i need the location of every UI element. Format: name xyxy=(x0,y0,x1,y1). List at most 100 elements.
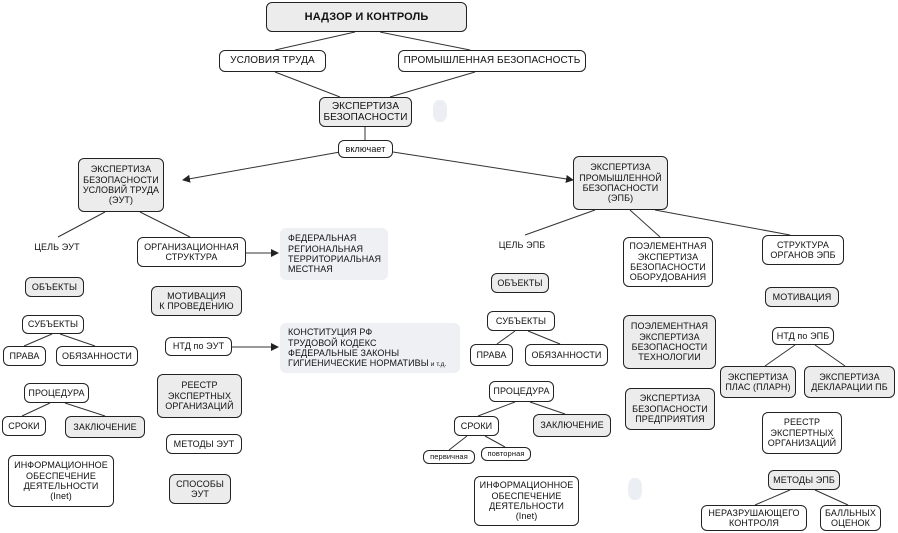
node-label: ОБЪЕКТЫ xyxy=(31,281,78,292)
node-label: повторная xyxy=(487,448,525,458)
node-label: НЕРАЗРУШАЮЩЕГО xyxy=(708,507,800,518)
node-label: ЭКСПЕРТИЗА xyxy=(90,164,152,175)
node-label: ЭКСПЕРТИЗА xyxy=(637,251,699,262)
node-eut-conclusion: ЗАКЛЮЧЕНИЕ xyxy=(65,416,145,438)
node-label: ЭКСПЕРТНЫХ xyxy=(167,390,232,401)
node-label: КОНСТИТУЦИЯ РФ xyxy=(288,327,373,338)
node-label: ОЦЕНОК xyxy=(830,518,870,528)
node-label: БЕЗОПАСНОСТИ xyxy=(582,183,659,193)
node-label: МЕТОДЫ ЭПБ xyxy=(773,474,835,485)
node-safety-expertise: ЭКСПЕРТИЗА БЕЗОПАСНОСТИ xyxy=(319,97,412,127)
node-supervision-control: НАДЗОР И КОНТРОЛЬ xyxy=(266,2,467,32)
node-label: ЦЕЛЬ ЭУТ xyxy=(34,241,80,252)
node-epb-primary: первичная xyxy=(423,450,475,464)
node-label: ОРГАНИЗАЦИЙ xyxy=(165,401,234,412)
node-label: СРОКИ xyxy=(8,420,40,431)
node-industrial-safety: ПРОМЫШЛЕННАЯ БЕЗОПАСНОСТЬ xyxy=(398,50,586,72)
node-label: БЕЗОПАСНОСТИ xyxy=(83,174,159,185)
node-epb-goal: ЦЕЛЬ ЭПБ xyxy=(491,237,553,253)
node-label: первичная xyxy=(430,451,468,461)
node-epb-plas: ЭКСПЕРТИЗА ПЛАС (ПЛАРН) xyxy=(720,366,796,398)
node-eut-info-support: ИНФОРМАЦИОННОЕ ОБЕСПЕЧЕНИЕ ДЕЯТЕЛЬНОСТИ … xyxy=(8,455,114,507)
node-label: БЕЗОПАСНОСТИ xyxy=(631,342,708,352)
node-label: ЭКСПЕРТНЫХ xyxy=(770,427,834,438)
node-label: ТЕРРИТОРИАЛЬНАЯ xyxy=(288,254,382,264)
node-epb-repeat: повторная xyxy=(481,447,531,461)
node-label: ПРАВА xyxy=(476,349,507,360)
node-eut-registry: РЕЕСТР ЭКСПЕРТНЫХ ОРГАНИЗАЦИЙ xyxy=(157,374,242,418)
node-label: ДЕЯТЕЛЬНОСТИ xyxy=(489,501,564,511)
node-label: МЕСТНАЯ xyxy=(288,264,333,275)
node-eut: ЭКСПЕРТИЗА БЕЗОПАСНОСТИ УСЛОВИЙ ТРУДА (Э… xyxy=(78,158,164,212)
node-label: ПРОМЫШЛЕННОЙ xyxy=(579,172,662,183)
node-label: ОРГАНИЗАЦИОННАЯ xyxy=(144,241,239,252)
node-eut-ntd-list: КОНСТИТУЦИЯ РФ ТРУДОВОЙ КОДЕКС ФЕДЕРАЛЬН… xyxy=(280,323,460,373)
node-epb-procedure: ПРОЦЕДУРА xyxy=(489,381,554,402)
node-label-row: ГИГИЕНИЧЕСКИЕ НОРМАТИВЫ и т.д. xyxy=(288,358,446,368)
link-label: включает xyxy=(345,143,386,154)
node-eut-subjects: СУБЪЕКТЫ xyxy=(22,315,84,334)
node-label: ОБОРУДОВАНИЯ xyxy=(629,272,707,283)
node-label: ЭКСПЕРТИЗА xyxy=(819,371,880,382)
node-label: (ЭПБ) xyxy=(607,193,634,204)
node-label: ПРОМЫШЛЕННАЯ БЕЗОПАСНОСТЬ xyxy=(403,55,581,67)
node-label: К ПРОВЕДЕНИЮ xyxy=(159,301,234,311)
node-eut-procedure: ПРОЦЕДУРА xyxy=(24,383,89,403)
node-label: ЭКСПЕРТИЗА xyxy=(727,371,789,382)
node-label: БЕЗОПАСНОСТИ xyxy=(630,262,706,272)
node-epb-non-destructive: НЕРАЗРУШАЮЩЕГО КОНТРОЛЯ xyxy=(701,505,807,531)
node-label: ЭКСПЕРТИЗА xyxy=(639,393,701,404)
node-label: ОБЯЗАННОСТИ xyxy=(61,350,132,361)
node-label: УСЛОВИЙ ТРУДА xyxy=(82,185,160,195)
node-label: ОРГАНОВ ЭПБ xyxy=(770,250,836,260)
node-label: СРОКИ xyxy=(460,420,493,431)
node-label: ЭКСПЕРТИЗА xyxy=(590,162,651,173)
node-label: ПЛАС (ПЛАРН) xyxy=(725,382,791,392)
node-label: СТРУКТУРА xyxy=(165,252,218,262)
node-label: СУБЪЕКТЫ xyxy=(495,315,547,326)
node-epb-structure: СТРУКТУРА ОРГАНОВ ЭПБ xyxy=(762,235,844,265)
node-label: ОБЕСПЕЧЕНИЕ xyxy=(491,490,562,501)
node-epb-ntd: НТД по ЭПБ xyxy=(772,327,834,345)
node-label: ОБЯЗАННОСТИ xyxy=(531,349,602,360)
node-label: СУБЪЕКТЫ xyxy=(27,319,79,330)
link-label-includes: включает xyxy=(338,140,393,158)
node-eut-terms: СРОКИ xyxy=(2,416,46,436)
node-epb-methods: МЕТОДЫ ЭПБ xyxy=(768,470,840,490)
node-conditions-of-work: УСЛОВИЯ ТРУДА xyxy=(219,50,326,72)
node-label: ТЕХНОЛОГИИ xyxy=(638,352,701,363)
node-label: ПОЭЛЕМЕНТНАЯ xyxy=(629,241,707,252)
node-label: РЕЕСТР xyxy=(783,417,821,428)
node-label: КОНТРОЛЯ xyxy=(728,518,780,528)
node-label: ПОЭЛЕМЕНТНАЯ xyxy=(630,321,709,332)
node-label: УСЛОВИЯ ТРУДА xyxy=(230,55,315,67)
node-epb-enterprise: ЭКСПЕРТИЗА БЕЗОПАСНОСТИ ПРЕДПРИЯТИЯ xyxy=(625,388,715,430)
node-label: ЦЕЛЬ ЭПБ xyxy=(498,239,546,250)
node-label: ФЕДЕРАЛЬНАЯ xyxy=(288,233,357,244)
node-label: ТРУДОВОЙ КОДЕКС xyxy=(288,337,377,348)
node-label: (Inet) xyxy=(515,511,538,522)
node-epb-objects: ОБЪЕКТЫ xyxy=(491,273,549,293)
node-eut-rights: ПРАВА xyxy=(3,346,46,366)
node-label: СПОСОБЫ xyxy=(176,478,224,489)
node-epb-terms: СРОКИ xyxy=(454,416,499,436)
node-label: ЭКСПЕРТИЗА xyxy=(331,100,400,112)
node-label: БЕЗОПАСНОСТИ xyxy=(323,112,408,123)
node-label: ДЕКЛАРАЦИИ ПБ xyxy=(811,382,888,392)
node-label: ЭУТ xyxy=(191,489,209,499)
node-label: ГИГИЕНИЧЕСКИЕ НОРМАТИВЫ xyxy=(288,358,429,369)
node-label: ДЕЯТЕЛЬНОСТИ xyxy=(23,481,99,491)
node-epb-registry: РЕЕСТР ЭКСПЕРТНЫХ ОРГАНИЗАЦИЙ xyxy=(762,412,842,454)
node-eut-objects: ОБЪЕКТЫ xyxy=(25,277,84,297)
node-label: РЕЕСТР xyxy=(181,380,218,391)
node-epb-duties: ОБЯЗАННОСТИ xyxy=(525,344,608,366)
node-label: РЕГИОНАЛЬНАЯ xyxy=(288,243,364,254)
node-eut-ntd: НТД по ЭУТ xyxy=(165,337,232,356)
node-label: МЕТОДЫ ЭУТ xyxy=(173,438,235,449)
node-epb-subjects: СУБЪЕКТЫ xyxy=(487,311,555,331)
node-epb-conclusion: ЗАКЛЮЧЕНИЕ xyxy=(533,414,611,437)
node-eut-goal: ЦЕЛЬ ЭУТ xyxy=(25,239,89,255)
node-epb-declaration: ЭКСПЕРТИЗА ДЕКЛАРАЦИИ ПБ xyxy=(804,366,895,398)
node-label: ЭКСПЕРТИЗА xyxy=(639,331,700,342)
